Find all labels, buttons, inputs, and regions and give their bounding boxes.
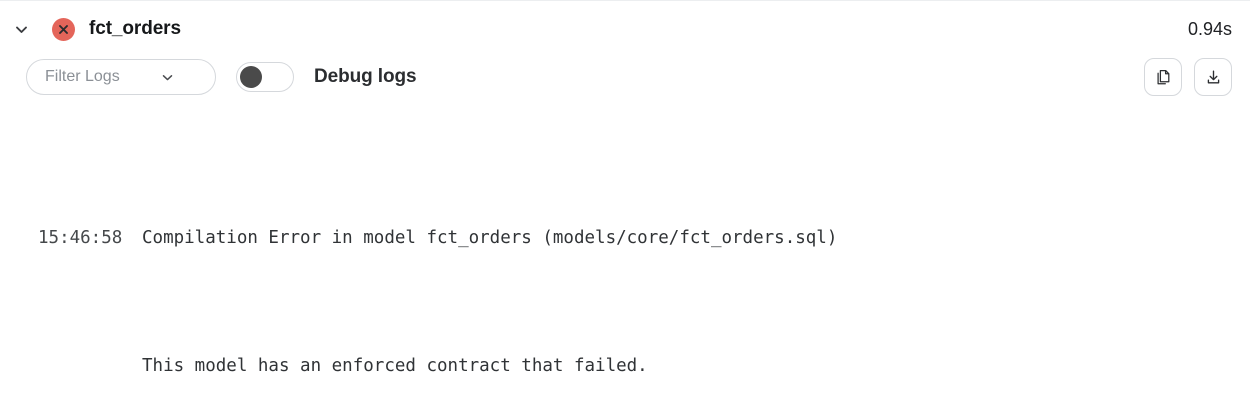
- debug-logs-label: Debug logs: [314, 66, 417, 87]
- copy-icon[interactable]: [1144, 58, 1182, 96]
- log-line: 15:46:58 Compilation Error in model fct_o…: [0, 222, 1250, 254]
- log-entry: 15:46:58 Compilation Error in model fct_o…: [0, 126, 1250, 405]
- log-message-text: This model has an enforced contract that…: [142, 356, 648, 376]
- log-line: This model has an enforced contract that…: [0, 350, 1250, 382]
- log-toolbar: Filter Logs Debug logs: [0, 57, 1250, 97]
- chevron-down-icon[interactable]: [8, 16, 34, 42]
- clipped-previous-log-line: — — .: [0, 97, 1250, 102]
- log-content: — — . 15:46:58 Compilation Error in model…: [0, 97, 1250, 376]
- elapsed-time: 0.94s: [1187, 18, 1232, 39]
- page-title: fct_orders: [89, 18, 181, 39]
- filter-logs-label: Filter Logs: [45, 68, 120, 85]
- toggle-knob: [240, 66, 262, 88]
- log-message-text: Compilation Error in model fct_orders (m…: [142, 228, 838, 248]
- filter-logs-select[interactable]: Filter Logs: [26, 59, 216, 95]
- log-timestamp: 15:46:58: [38, 228, 123, 248]
- error-x-icon: [52, 17, 75, 41]
- log-output-area[interactable]: — — . 15:46:58 Compilation Error in model…: [0, 97, 1250, 405]
- node-header: fct_orders 0.94s: [0, 1, 1250, 57]
- chevron-down-icon: [160, 70, 175, 85]
- download-icon[interactable]: [1194, 58, 1232, 96]
- debug-logs-toggle[interactable]: [236, 62, 294, 92]
